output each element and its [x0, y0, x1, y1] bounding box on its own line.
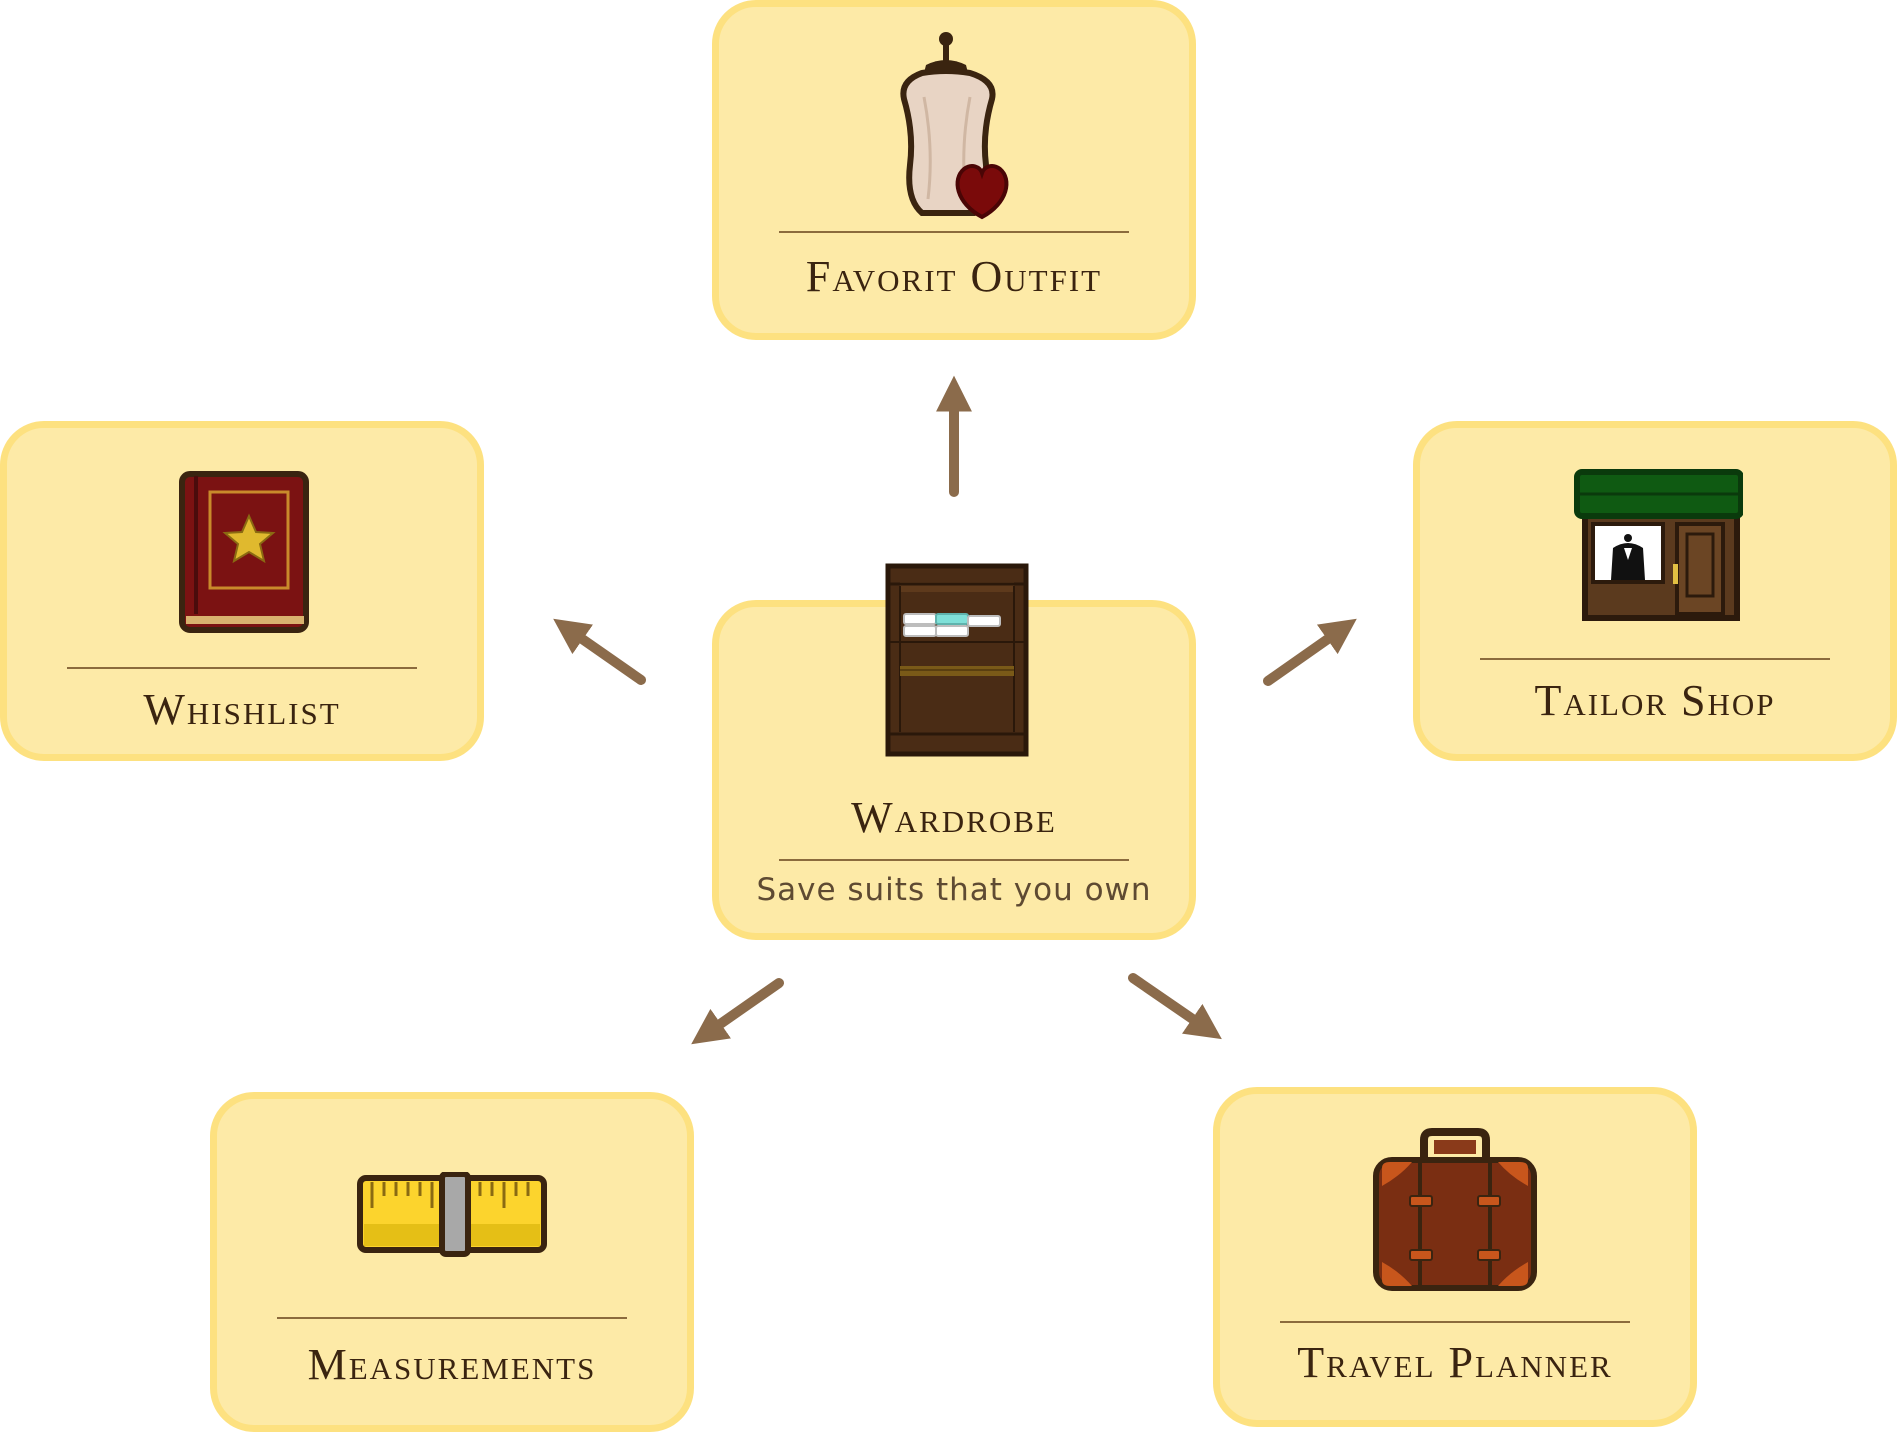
divider — [1280, 1321, 1630, 1323]
measuring-tape-icon — [217, 1172, 687, 1260]
divider — [67, 667, 417, 669]
star-book-icon — [7, 470, 477, 640]
card-title: Tailor Shop — [1534, 676, 1776, 725]
card-title: Wardrobe — [851, 793, 1057, 842]
divider — [1480, 658, 1830, 660]
card-title: Measurements — [307, 1340, 597, 1389]
divider — [779, 859, 1129, 861]
wardrobe-icon — [882, 562, 1032, 763]
divider — [779, 231, 1129, 233]
card-title: Whishlist — [143, 685, 341, 734]
arrow-to-tailor — [1263, 618, 1357, 686]
suitcase-icon — [1220, 1124, 1690, 1294]
mannequin-heart-icon — [719, 29, 1189, 229]
card-title: Travel Planner — [1297, 1338, 1613, 1387]
arrow-to-measurements — [691, 978, 784, 1045]
wishlist-card[interactable]: Whishlist — [0, 421, 484, 761]
card-title: Favorit Outfit — [805, 252, 1103, 301]
measurements-card[interactable]: Measurements — [210, 1092, 694, 1432]
arrow-to-travel — [1128, 973, 1222, 1040]
travel-planner-card[interactable]: Travel Planner — [1213, 1087, 1697, 1427]
tailor-shop-icon — [1420, 468, 1890, 624]
arrow-to-wishlist — [553, 618, 646, 685]
tailor-shop-card[interactable]: Tailor Shop — [1413, 421, 1897, 761]
card-subtitle: Save suits that you own — [756, 872, 1152, 908]
favorite-outfit-card[interactable]: Favorit Outfit — [712, 0, 1196, 340]
divider — [277, 1317, 627, 1319]
